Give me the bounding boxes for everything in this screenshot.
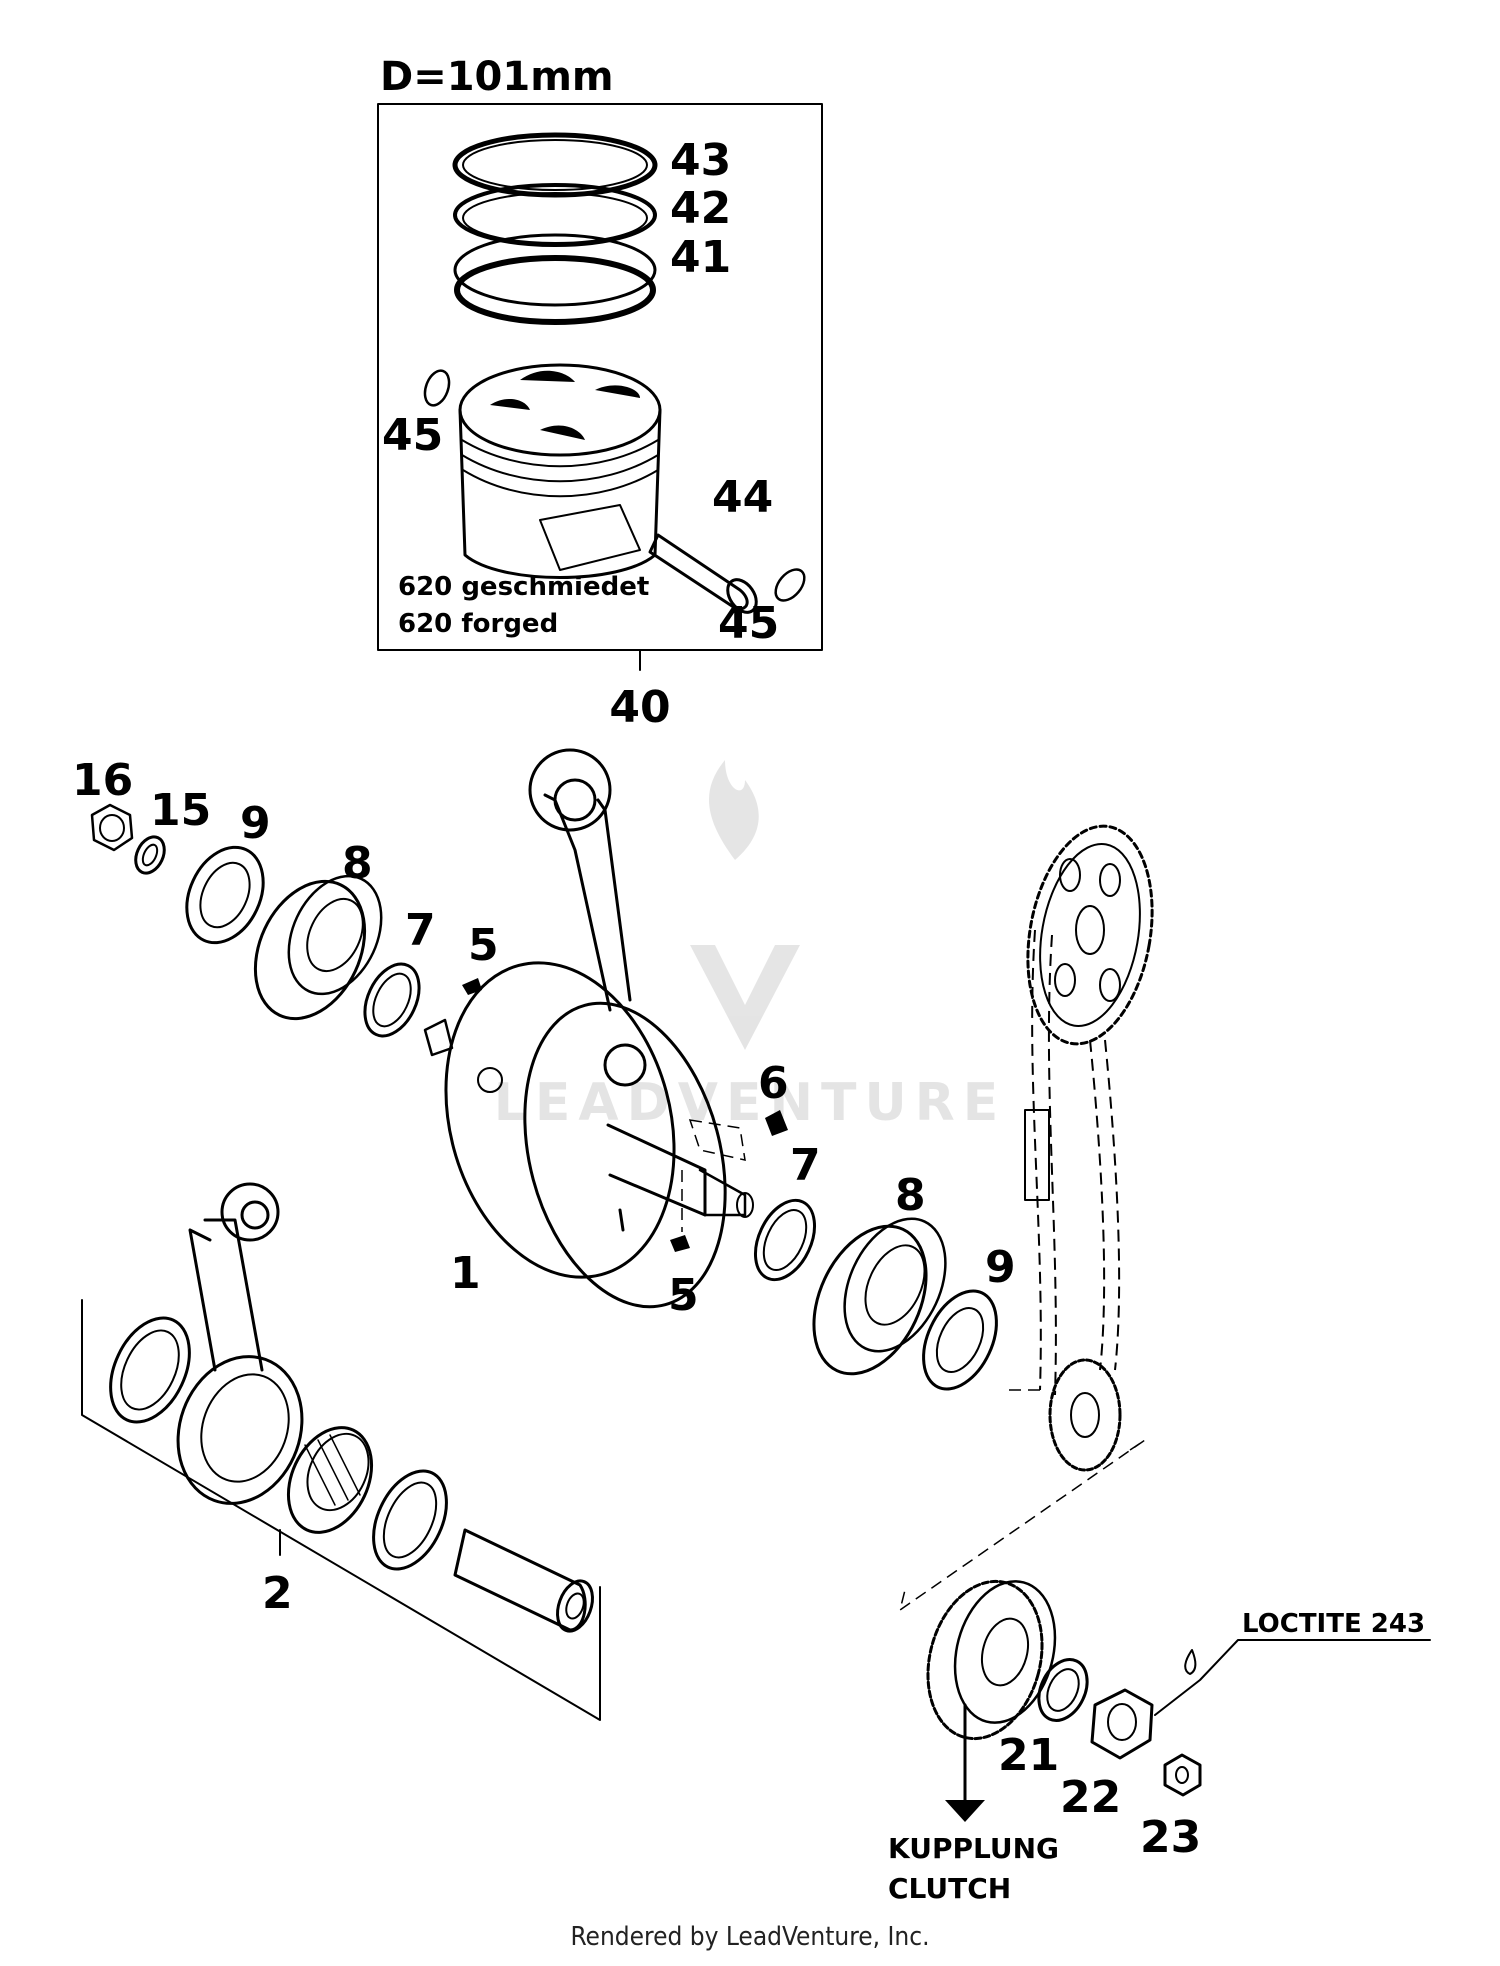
camshaft-sprocket[interactable] bbox=[1012, 816, 1168, 1053]
shim-7b[interactable] bbox=[744, 1191, 827, 1289]
thrust-washer-a[interactable] bbox=[95, 1305, 205, 1434]
label-9b[interactable]: 9 bbox=[985, 1242, 1016, 1293]
label-8b[interactable]: 8 bbox=[895, 1170, 926, 1221]
label-9a[interactable]: 9 bbox=[240, 798, 271, 849]
label-15[interactable]: 15 bbox=[150, 785, 211, 836]
seal-9b[interactable] bbox=[909, 1279, 1011, 1400]
bore-title: D=101mm bbox=[380, 54, 614, 100]
shim-7a[interactable] bbox=[354, 955, 430, 1044]
label-1[interactable]: 1 bbox=[450, 1248, 481, 1299]
label-8a[interactable]: 8 bbox=[342, 838, 373, 889]
label-21[interactable]: 21 bbox=[998, 1730, 1059, 1781]
loctite-label: LOCTITE 243 bbox=[1242, 1609, 1425, 1639]
bearing-8a[interactable] bbox=[234, 861, 399, 1036]
label-45b[interactable]: 45 bbox=[718, 598, 779, 649]
piston-pin[interactable] bbox=[648, 533, 762, 618]
key-6[interactable] bbox=[765, 1110, 788, 1136]
clutch-label-en: CLUTCH bbox=[888, 1872, 1011, 1905]
label-7a[interactable]: 7 bbox=[405, 905, 436, 956]
piston-ring-43[interactable] bbox=[452, 132, 658, 198]
crank-pin[interactable] bbox=[453, 1528, 599, 1636]
clutch-arrow bbox=[945, 1703, 985, 1822]
primary-gear[interactable] bbox=[911, 1568, 1070, 1751]
watermark-text: LEADVENTURE bbox=[494, 1073, 1007, 1133]
crankshaft[interactable] bbox=[412, 748, 757, 1329]
crank-sprocket[interactable] bbox=[1048, 1358, 1122, 1472]
footer-credit: Rendered by LeadVenture, Inc. bbox=[570, 1922, 930, 1952]
seal-9a[interactable] bbox=[172, 835, 278, 955]
label-22[interactable]: 22 bbox=[1060, 1772, 1121, 1823]
watermark: LEADVENTURE bbox=[494, 760, 1007, 1133]
needle-bearing[interactable] bbox=[272, 1414, 387, 1546]
piston-note-de: 620 geschmiedet bbox=[398, 572, 649, 602]
label-43[interactable]: 43 bbox=[670, 135, 731, 186]
nut-16[interactable] bbox=[90, 803, 134, 852]
label-42[interactable]: 42 bbox=[670, 183, 731, 234]
clutch-label-de: KUPPLUNG bbox=[888, 1832, 1059, 1865]
label-40[interactable]: 40 bbox=[609, 682, 670, 733]
nut-22[interactable] bbox=[1090, 1688, 1154, 1760]
bearing-8b[interactable] bbox=[792, 1203, 966, 1392]
loctite-drop bbox=[1154, 1639, 1431, 1716]
circlip-45b[interactable] bbox=[770, 564, 810, 606]
label-41[interactable]: 41 bbox=[670, 232, 731, 283]
piston-ring-41[interactable] bbox=[453, 233, 657, 325]
circlip-45a[interactable] bbox=[421, 367, 454, 408]
washer-15[interactable] bbox=[130, 832, 170, 877]
thrust-washer-b[interactable] bbox=[359, 1459, 461, 1580]
sprocket-to-gear-line bbox=[898, 1389, 1146, 1612]
label-6[interactable]: 6 bbox=[758, 1058, 789, 1109]
piston-ring-42[interactable] bbox=[453, 183, 657, 247]
conrod-kit-bracket bbox=[81, 1299, 601, 1721]
label-23[interactable]: 23 bbox=[1140, 1812, 1201, 1863]
label-7b[interactable]: 7 bbox=[790, 1140, 821, 1191]
label-45a[interactable]: 45 bbox=[382, 410, 443, 461]
piston-kit-box bbox=[377, 103, 823, 651]
label-5a[interactable]: 5 bbox=[468, 920, 499, 971]
label-2[interactable]: 2 bbox=[262, 1568, 293, 1619]
timing-chain[interactable] bbox=[1024, 929, 1121, 1396]
piston[interactable] bbox=[458, 363, 662, 579]
label-44[interactable]: 44 bbox=[712, 472, 773, 523]
piston-note-en: 620 forged bbox=[398, 609, 558, 639]
connecting-rod[interactable] bbox=[158, 1182, 322, 1521]
label-5b[interactable]: 5 bbox=[668, 1270, 699, 1321]
nut-23[interactable] bbox=[1163, 1753, 1202, 1797]
label-16[interactable]: 16 bbox=[72, 755, 133, 806]
washer-21[interactable] bbox=[1030, 1652, 1097, 1729]
key-5b[interactable] bbox=[670, 1170, 690, 1252]
